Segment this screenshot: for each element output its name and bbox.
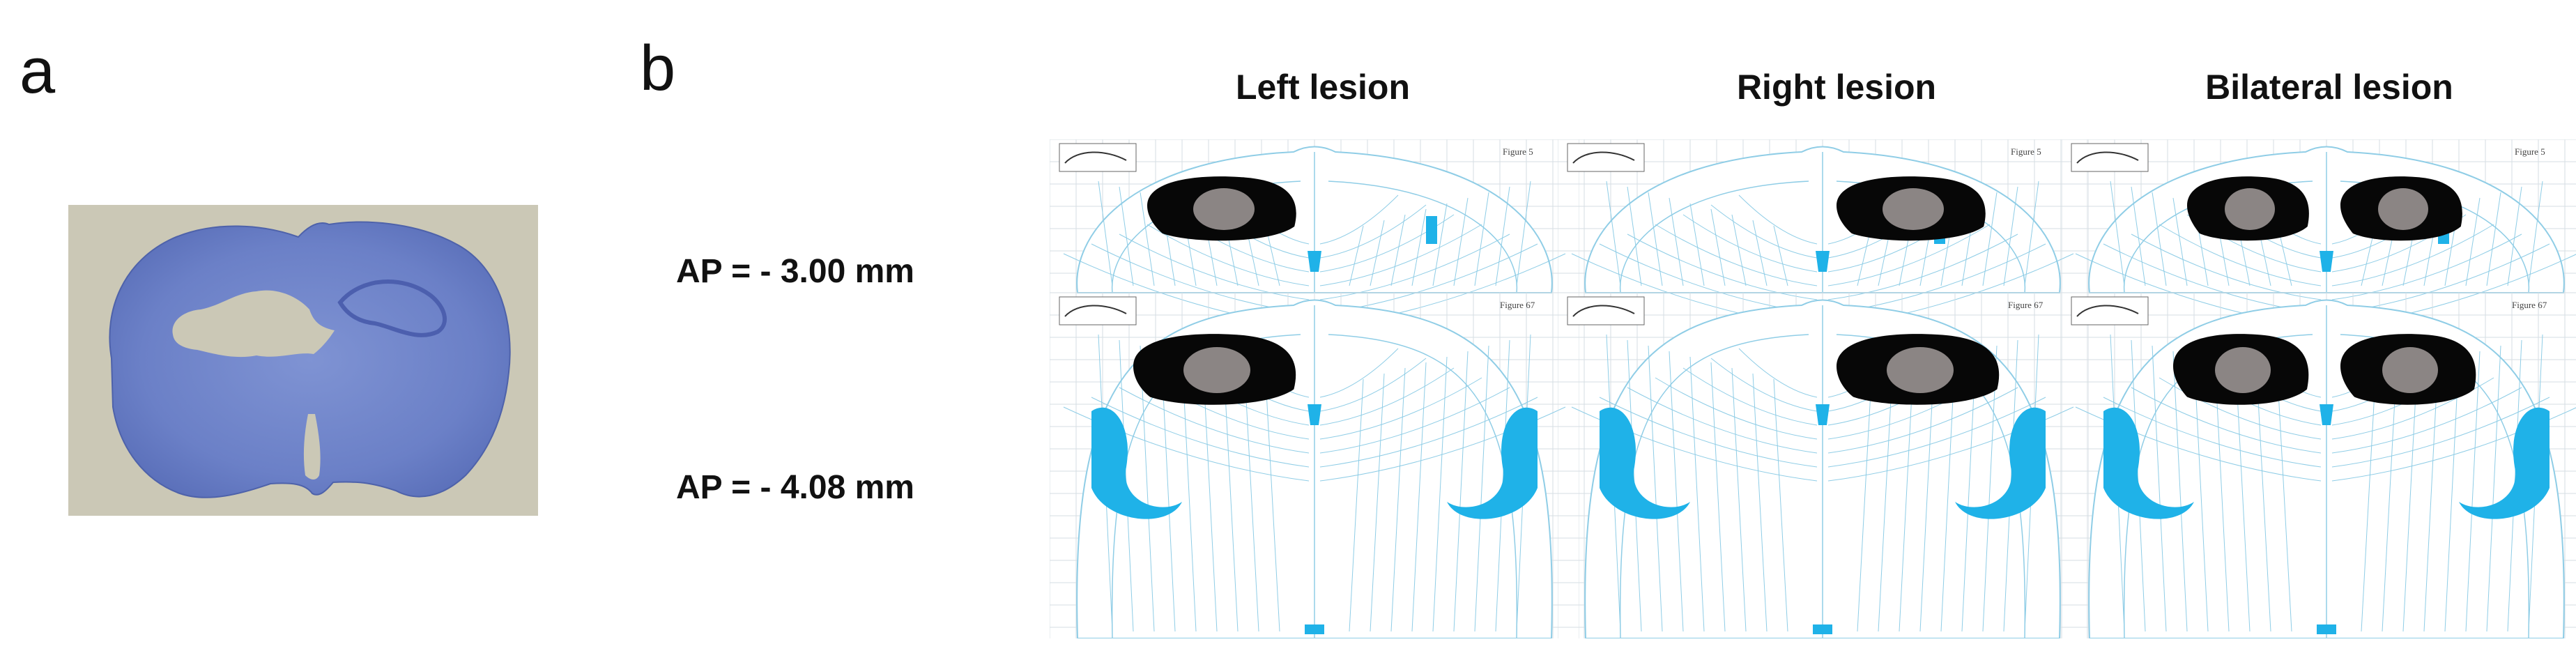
atlas-figure-label-lower: Figure 67	[1500, 300, 1535, 310]
hippocampus	[337, 279, 447, 337]
atlas-sketch-line	[1572, 305, 1635, 317]
lateral-ventricle-left	[1091, 407, 1182, 519]
lateral-ventricle-right	[2459, 407, 2550, 519]
atlas-bilateral-lesion: Figure 5 Figure 67	[2062, 139, 2576, 638]
third-ventricle	[2320, 404, 2333, 425]
column-title-left-lesion: Left lesion	[1235, 68, 1411, 107]
lesion-cavity	[172, 290, 335, 358]
ventral-ventricle	[1813, 624, 1832, 634]
atlas-figure-label-lower: Figure 67	[2512, 300, 2547, 310]
brain-tissue	[109, 221, 511, 498]
atlas-sketch-line	[2076, 151, 2139, 164]
third-ventricle	[1308, 404, 1321, 425]
atlas-header-sketch	[2071, 143, 2149, 172]
lateral-ventricle-left	[2103, 407, 2194, 519]
atlas-section-svg: Figure 5 Figure 67	[2062, 139, 2576, 638]
lesion-core	[2225, 188, 2275, 230]
third-ventricle	[1816, 251, 1830, 272]
lesion-core	[2215, 347, 2271, 393]
atlas-section-lower: Figure 67	[2062, 292, 2576, 638]
atlas-figure-label-upper: Figure 5	[2515, 146, 2545, 157]
lateral-ventricle-left	[1600, 407, 1690, 519]
panel-label-b: b	[640, 33, 676, 104]
column-title-right-lesion: Right lesion	[1736, 68, 1937, 107]
atlas-section-svg: Figure 5 Figure 67	[1558, 139, 2087, 638]
atlas-figure-label-upper: Figure 5	[1503, 146, 1533, 157]
atlas-section-svg: Figure 5 Figure 67	[1050, 139, 1579, 638]
nissl-section-photo	[68, 205, 538, 516]
atlas-section-upper: Figure 5	[2062, 139, 2576, 328]
atlas-sketch-line	[1572, 151, 1635, 164]
atlas-section-lower: Figure 67	[1558, 292, 2087, 638]
third-ventricle	[1816, 404, 1830, 425]
atlas-sketch-line	[1064, 305, 1127, 317]
column-title-bilateral-lesion: Bilateral lesion	[2205, 68, 2453, 107]
row-label-ap-4-08: AP = - 4.08 mm	[676, 469, 914, 506]
dorsal-ventricle	[1426, 216, 1437, 244]
midline	[303, 414, 321, 480]
ventral-ventricle	[2317, 624, 2336, 634]
atlas-left-lesion: Figure 5 Figure 67	[1050, 139, 1579, 638]
atlas-section-upper: Figure 5	[1050, 139, 1579, 328]
panel-label-a: a	[20, 36, 56, 107]
lateral-ventricle-right	[1955, 407, 2046, 519]
atlas-figure-label-upper: Figure 5	[2011, 146, 2041, 157]
atlas-right-lesion: Figure 5 Figure 67	[1558, 139, 2087, 638]
lesion-core	[1883, 188, 1944, 230]
row-label-ap-3-00: AP = - 3.00 mm	[676, 253, 914, 290]
atlas-section-lower: Figure 67	[1050, 292, 1579, 638]
atlas-sketch-line	[2076, 305, 2139, 317]
atlas-figure-label-lower: Figure 67	[2008, 300, 2044, 310]
lesion-core	[1887, 347, 1954, 393]
lesion-core	[2382, 347, 2438, 393]
lateral-ventricle-right	[1447, 407, 1538, 519]
atlas-sketch-line	[1064, 151, 1127, 164]
third-ventricle	[2320, 251, 2333, 272]
lesion-core	[2378, 188, 2428, 230]
atlas-section-upper: Figure 5	[1558, 139, 2087, 328]
lesion-core	[1193, 188, 1255, 230]
brain-section-image	[109, 221, 511, 498]
lesion-core	[1183, 347, 1250, 393]
third-ventricle	[1308, 251, 1321, 272]
ventral-ventricle	[1305, 624, 1324, 634]
region-boundaries	[1571, 181, 2074, 328]
